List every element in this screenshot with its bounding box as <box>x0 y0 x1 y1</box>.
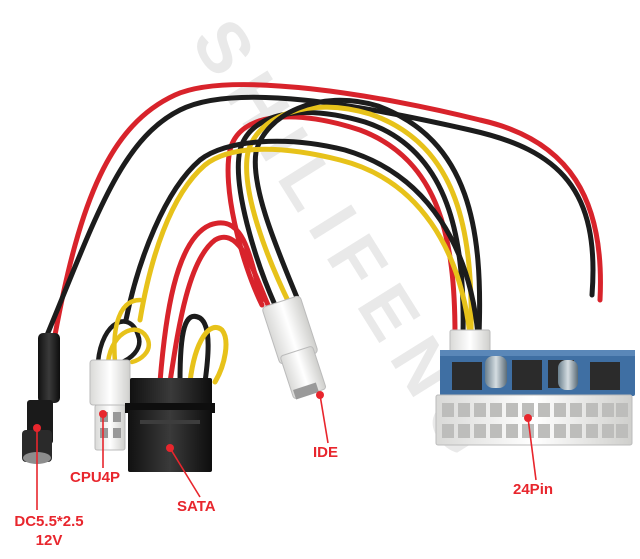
atx-24pin-connector-with-pcb <box>435 329 635 446</box>
sata-power-connector <box>125 378 215 472</box>
molex-ide-connector <box>262 295 326 400</box>
label-ide: IDE <box>313 444 339 461</box>
atx-pin-grid <box>442 403 628 438</box>
wire-ide-yellow-loop <box>244 104 474 338</box>
wire-dc-red <box>52 82 603 338</box>
label-dc-line2: 12V <box>35 532 63 549</box>
label-dc-line1: DC5.5*2.5 <box>14 513 84 530</box>
annotation-line-ide <box>319 394 329 444</box>
wire-ide-black-loop <box>235 110 466 338</box>
wire-sata-yellow <box>187 325 229 385</box>
label-cpu: CPU4P <box>70 469 121 486</box>
label-24pin: 24Pin <box>513 481 554 498</box>
wire-black-sata <box>123 138 481 338</box>
wire-ide-black2-loop <box>252 97 483 338</box>
wire-cpu-yellow2 <box>112 297 143 365</box>
cpu-4pin-connector <box>89 359 131 451</box>
wire-dc-black <box>42 94 596 343</box>
wire-sata-black <box>177 313 211 385</box>
label-sata: SATA <box>177 498 216 515</box>
wire-cpu-black <box>95 319 142 365</box>
annotation-lines <box>36 394 537 510</box>
label-dc-jack: DC5.5*2.5 12V <box>4 512 94 550</box>
wire-harness <box>42 82 603 385</box>
wire-yellow-sata <box>137 146 473 338</box>
annotation-line-24pin <box>527 417 537 481</box>
annotation-line-sata <box>169 447 201 498</box>
wire-sata-red2 <box>167 234 271 385</box>
dc-jack <box>22 333 60 464</box>
